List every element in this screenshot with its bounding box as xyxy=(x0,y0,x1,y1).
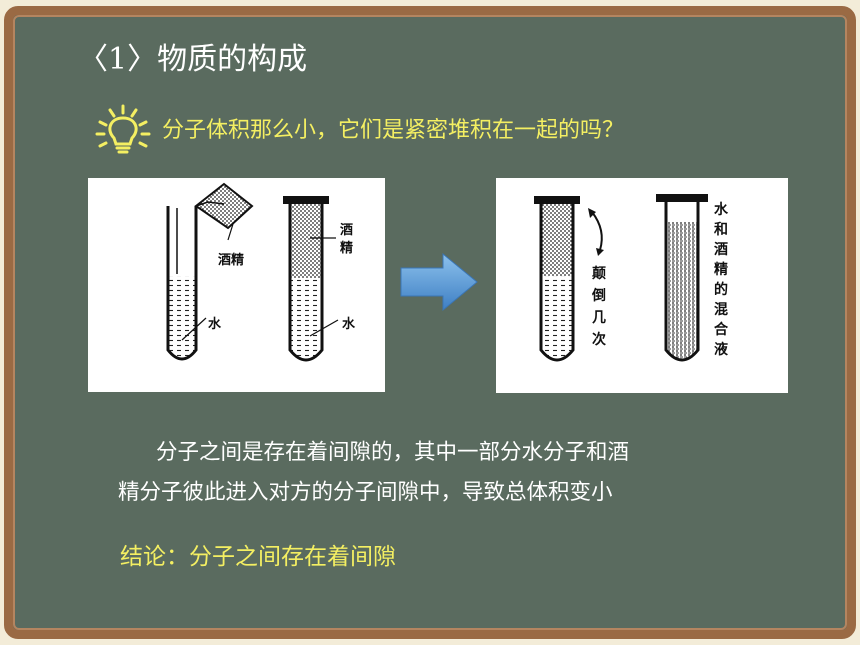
alcohol-label-top: 酒精 xyxy=(218,252,244,268)
mix-label-2: 和 xyxy=(714,222,728,238)
mix-label-4: 精 xyxy=(714,261,728,278)
mix-label-6: 混 xyxy=(714,302,728,318)
conclusion-text: 结论：分子之间存在着间隙 xyxy=(120,544,396,570)
slide-title: 〈1〉物质的构成 xyxy=(78,42,308,77)
frame-inner-border xyxy=(13,15,847,630)
tubes-after-figure: 颠 倒 几 次 水 和 酒 精 的 混 合 液 xyxy=(534,194,729,362)
explanation-line-2: 精分子彼此进入对方的分子间隙中，导致总体积变小 xyxy=(118,480,613,505)
experiment-before-panel: 酒精 水 酒 精 水 xyxy=(88,178,385,392)
lightbulb-icon xyxy=(95,104,151,154)
tube3-stopper xyxy=(534,196,580,204)
explanation-line-1: 分子之间是存在着间隙的，其中一部分水分子和酒 xyxy=(156,440,630,465)
invert-label-3: 几 xyxy=(592,310,606,326)
test-tube-1 xyxy=(166,206,198,361)
experiment-after-panel: 颠 倒 几 次 水 和 酒 精 的 混 合 液 xyxy=(496,178,788,393)
test-tube-4 xyxy=(664,202,700,362)
question-text: 分子体积那么小，它们是紧密堆积在一起的吗？ xyxy=(162,118,625,143)
explanation-paragraph: 分子之间是存在着间隙的，其中一部分水分子和酒 精分子彼此进入对方的分子间隙中，导… xyxy=(118,433,788,513)
mix-label-3: 酒 xyxy=(714,242,728,258)
test-tube-2 xyxy=(288,204,324,362)
mix-label-1: 水 xyxy=(714,201,729,218)
invert-label-4: 次 xyxy=(592,331,606,348)
invert-label-1: 颠 xyxy=(591,265,606,282)
tube2-stopper xyxy=(283,196,329,204)
alcohol-pouring xyxy=(194,182,254,230)
mix-label-7: 合 xyxy=(714,321,729,338)
alcohol-label-side-1: 酒 xyxy=(340,223,353,238)
mix-label-5: 的 xyxy=(714,281,728,298)
test-tube-3 xyxy=(539,204,575,362)
tubes-before-figure: 酒精 水 酒 精 水 xyxy=(166,182,356,362)
water-label-tube2: 水 xyxy=(342,316,356,332)
water-fill-tube1 xyxy=(168,276,196,359)
right-arrow-icon xyxy=(400,252,478,312)
invert-label-2: 倒 xyxy=(591,287,606,304)
mix-label-8: 液 xyxy=(714,341,729,358)
tube4-stopper xyxy=(656,194,708,202)
water-label-tube1: 水 xyxy=(208,316,222,332)
alcohol-label-side-2: 精 xyxy=(340,240,353,256)
